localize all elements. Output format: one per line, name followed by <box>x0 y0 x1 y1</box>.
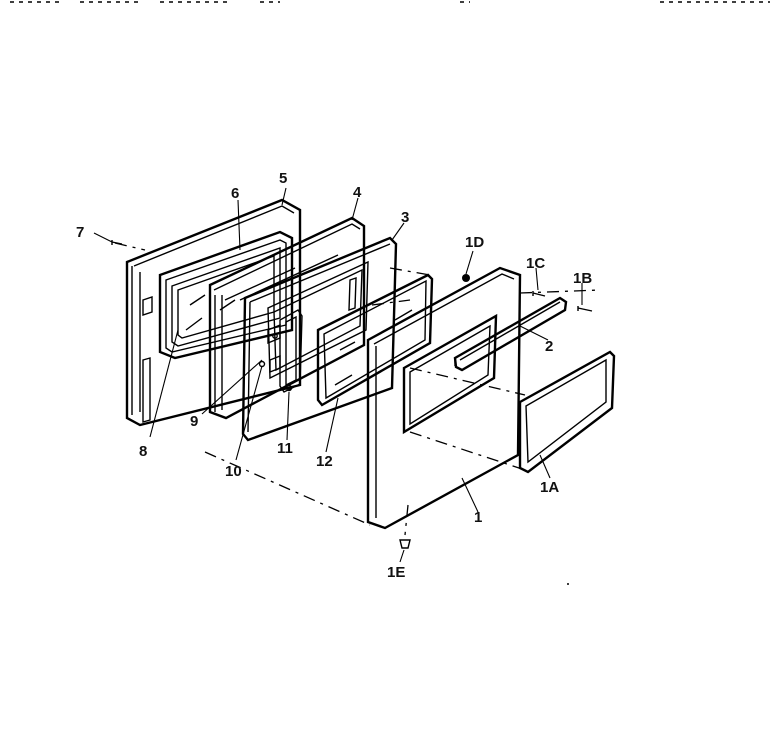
part-8-back-liner <box>125 198 302 427</box>
label-2: 2 <box>545 338 553 355</box>
part-12-glass-panel <box>316 273 434 407</box>
label-5: 5 <box>279 170 287 187</box>
part-2-door-handle <box>453 296 568 372</box>
label-3: 3 <box>401 209 409 226</box>
label-1A: 1A <box>540 479 559 496</box>
label-11: 11 <box>277 440 293 457</box>
fasteners <box>111 240 593 549</box>
label-1C: 1C <box>526 255 545 272</box>
leader-lines <box>93 187 583 563</box>
label-10: 10 <box>225 463 242 480</box>
part-3-door-frame <box>241 236 398 442</box>
part-7-screw <box>111 240 123 245</box>
part-1D-fastener <box>462 274 470 282</box>
label-9: 9 <box>190 413 198 430</box>
label-1D: 1D <box>465 234 484 251</box>
part-11-latch-bracket <box>258 309 303 393</box>
label-8: 8 <box>139 443 147 460</box>
label-7: 7 <box>76 224 84 241</box>
callout-labels: 5 6 4 3 7 1D 1C 1B 2 9 8 11 12 10 1A 1 1… <box>76 170 592 581</box>
label-12: 12 <box>316 453 333 470</box>
label-1B: 1B <box>573 270 592 287</box>
label-1: 1 <box>474 509 482 526</box>
label-4: 4 <box>353 184 362 201</box>
part-6-inner-window <box>158 230 294 360</box>
part-1B-screw <box>577 306 593 312</box>
part-1C-screw <box>532 291 546 297</box>
label-1E: 1E <box>387 564 405 581</box>
part-1A-window-frame <box>518 350 616 474</box>
label-6: 6 <box>231 185 239 202</box>
scan-speck <box>567 583 569 585</box>
part-1E-screw <box>399 539 411 549</box>
part-1-outer-door-panel <box>366 266 522 530</box>
